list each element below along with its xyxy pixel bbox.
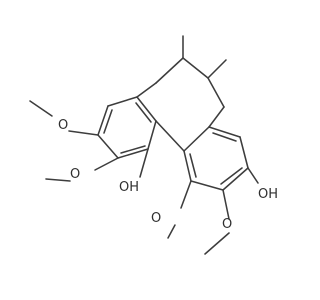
oxygen-label-top-left: O xyxy=(58,118,68,133)
oxygen-label-left-middle: O xyxy=(70,167,80,182)
molecule-bonds xyxy=(29,35,259,255)
bond-right-methoxy-right-o xyxy=(222,189,230,220)
bond-left-ring-double-2 xyxy=(120,145,146,154)
bond-methyl-right xyxy=(207,59,227,79)
bond-right-methoxy-bottom-c xyxy=(167,224,176,239)
bond-left-ring-4 xyxy=(117,148,149,159)
hydroxyl-label-left: OH xyxy=(119,180,139,195)
bond-left-ring-2 xyxy=(97,105,109,136)
oxygen-label-bottom-right: O xyxy=(222,217,232,232)
bond-ring-top-right xyxy=(207,77,225,108)
oxygen-label-bottom-middle: O xyxy=(151,211,161,226)
bond-left-ring-double-1 xyxy=(103,109,113,134)
bond-left-methoxy-middle-c xyxy=(45,178,71,182)
bond-left-methoxy-top-c xyxy=(29,100,53,117)
bond-right-ring-4 xyxy=(190,180,224,191)
bond-right-ring-2 xyxy=(239,136,249,169)
bond-ring-top-left xyxy=(155,57,184,84)
bond-left-ring-5 xyxy=(147,120,157,150)
bond-ring-right-connector xyxy=(208,106,225,128)
bond-right-hydroxyl xyxy=(247,167,259,184)
chemical-structure-diagram: O O OH O O OH xyxy=(29,35,278,255)
bond-ring-left-connector xyxy=(136,82,157,98)
bond-right-ring-double-1 xyxy=(212,132,237,142)
bond-ring-top xyxy=(182,57,209,79)
bond-left-ring-1 xyxy=(107,96,138,107)
bond-left-methoxy-top-o xyxy=(68,130,99,136)
bond-right-ring-5 xyxy=(183,150,192,182)
bond-left-methoxy-middle-o xyxy=(94,157,119,171)
bond-right-ring-double-3 xyxy=(189,153,197,178)
bond-biaryl xyxy=(155,120,185,152)
atom-labels: O O OH O O OH xyxy=(58,118,278,232)
bond-left-hydroxyl xyxy=(139,148,149,178)
bond-right-methoxy-right-c xyxy=(204,232,230,255)
bond-right-ring-3 xyxy=(222,167,249,191)
bond-right-ring-6 xyxy=(183,126,210,152)
bond-right-ring-double-2 xyxy=(220,167,243,185)
bond-left-ring-double-3 xyxy=(135,102,152,123)
bond-left-ring-6 xyxy=(136,96,157,122)
bond-right-ring-1 xyxy=(208,126,241,138)
bond-right-methoxy-bottom-o xyxy=(180,180,192,209)
bond-left-ring-3 xyxy=(97,134,119,159)
hydroxyl-label-right: OH xyxy=(258,187,278,202)
